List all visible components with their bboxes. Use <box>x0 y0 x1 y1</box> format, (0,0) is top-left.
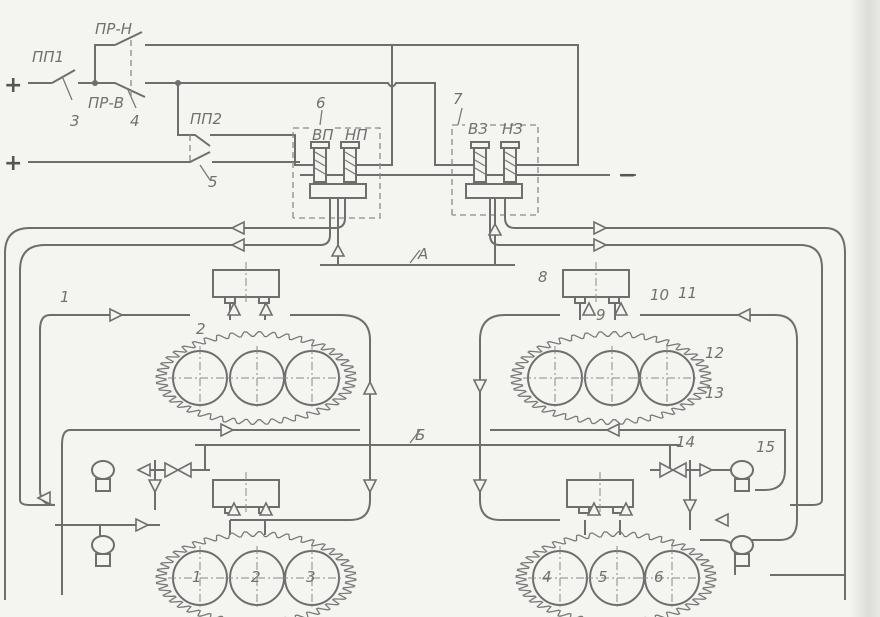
relay-7-label: 7 <box>453 90 463 108</box>
cylinder-4-label: 4 <box>542 568 552 586</box>
cylinder-3-label: 3 <box>306 568 316 586</box>
cylinder-5-label: 5 <box>598 568 608 586</box>
injector-arrow-icon <box>586 501 602 516</box>
cylinder-centerline <box>585 546 649 610</box>
callout-5: 5 <box>208 173 218 191</box>
arrow-icon <box>362 479 378 494</box>
arrow-icon <box>487 222 503 236</box>
scan-edge <box>850 0 880 617</box>
arrow-icon <box>605 422 620 438</box>
engine-cylinder-groups <box>155 301 717 617</box>
cylinder-centerline <box>528 546 592 610</box>
arrow-icon <box>699 462 714 478</box>
callout-3: 3 <box>70 112 80 130</box>
cylinder-fins-outline <box>510 331 712 425</box>
cylinder-centerline <box>640 546 704 610</box>
switch-pp1-label: ПП1 <box>32 48 64 66</box>
cylinder-fins-outline <box>515 531 717 617</box>
valves-14-15 <box>91 460 754 567</box>
cylinder-1-label: 1 <box>192 568 202 586</box>
injector-arrow-icon <box>258 301 274 316</box>
arrow-icon <box>136 462 151 478</box>
arrow-icon <box>714 512 729 528</box>
arrow-icon <box>330 243 346 257</box>
callout-8: 8 <box>538 268 548 286</box>
callout-15: 15 <box>756 438 775 456</box>
arrow-icon <box>682 499 698 514</box>
cylinder-centerline <box>580 346 644 410</box>
callout-13: 13 <box>705 384 724 402</box>
coil-vz-label: ВЗ <box>468 120 488 138</box>
arrow-icon <box>109 307 124 323</box>
callout-9: 9 <box>596 306 606 324</box>
relay-7 <box>451 124 539 216</box>
switch-pp2-label: ПП2 <box>190 110 222 128</box>
arrow-icon <box>593 220 608 236</box>
callout-1: 1 <box>60 288 70 306</box>
switch-pr-n-label: ПР-Н <box>95 20 132 38</box>
junction-node <box>175 80 181 86</box>
callout-2: 2 <box>196 320 206 338</box>
relay-6 <box>292 127 381 219</box>
cylinder-centerline <box>523 346 587 410</box>
electrical-circuit <box>28 31 636 181</box>
callout-14: 14 <box>676 433 695 451</box>
minus-terminal: − <box>618 163 636 188</box>
injector-arrow-icon <box>613 301 629 316</box>
arrow-icon <box>472 379 488 394</box>
cylinder-2-label: 2 <box>251 568 261 586</box>
cylinder-fins-outline <box>155 331 357 425</box>
callout-11: 11 <box>678 284 697 302</box>
arrow-icon <box>147 479 163 494</box>
valve-blocks <box>212 262 634 515</box>
arrow-icon <box>220 422 235 438</box>
arrow-icon <box>593 237 608 253</box>
arrow-icon <box>472 479 488 494</box>
arrow-icon <box>736 307 751 323</box>
cylinder-6-label: 6 <box>654 568 664 586</box>
injector-arrow-icon <box>226 501 242 516</box>
cylinder-centerline <box>225 346 289 410</box>
cylinder-centerline <box>168 546 232 610</box>
arrow-icon <box>230 237 245 253</box>
switch-pr-v-label: ПР-В <box>88 94 124 112</box>
injector-arrow-icon <box>581 301 597 316</box>
injector-arrow-icon <box>226 301 242 316</box>
flow-arrows <box>36 220 751 533</box>
cylinder-centerline <box>280 346 344 410</box>
junction-node <box>92 80 98 86</box>
cylinder-fins-outline <box>155 531 357 617</box>
line-b-label: Б <box>415 426 425 444</box>
arrow-icon <box>135 517 150 533</box>
injector-arrow-icon <box>618 501 634 516</box>
relay-6-label: 6 <box>316 94 326 112</box>
injector-arrow-icon <box>258 501 274 516</box>
coil-nz-label: НЗ <box>502 120 523 138</box>
plus-terminal-top: + <box>4 73 22 98</box>
cylinder-centerline <box>225 546 289 610</box>
coil-np-label: НП <box>345 126 368 144</box>
arrow-icon <box>230 220 245 236</box>
cylinder-centerline <box>168 346 232 410</box>
callout-12: 12 <box>705 344 724 362</box>
callout-4: 4 <box>130 112 140 130</box>
labels: + + − ПП1 ПР-Н ПР-В ПП2 3 4 5 6 7 ВП НП … <box>4 20 775 586</box>
cylinder-centerline <box>280 546 344 610</box>
arrow-icon <box>36 490 51 506</box>
arrow-icon <box>362 380 378 395</box>
cylinder-centerline <box>635 346 699 410</box>
coil-vp-label: ВП <box>312 126 334 144</box>
plus-terminal-bottom: + <box>4 151 22 176</box>
callout-10: 10 <box>650 286 669 304</box>
line-a-label: А <box>417 245 428 263</box>
